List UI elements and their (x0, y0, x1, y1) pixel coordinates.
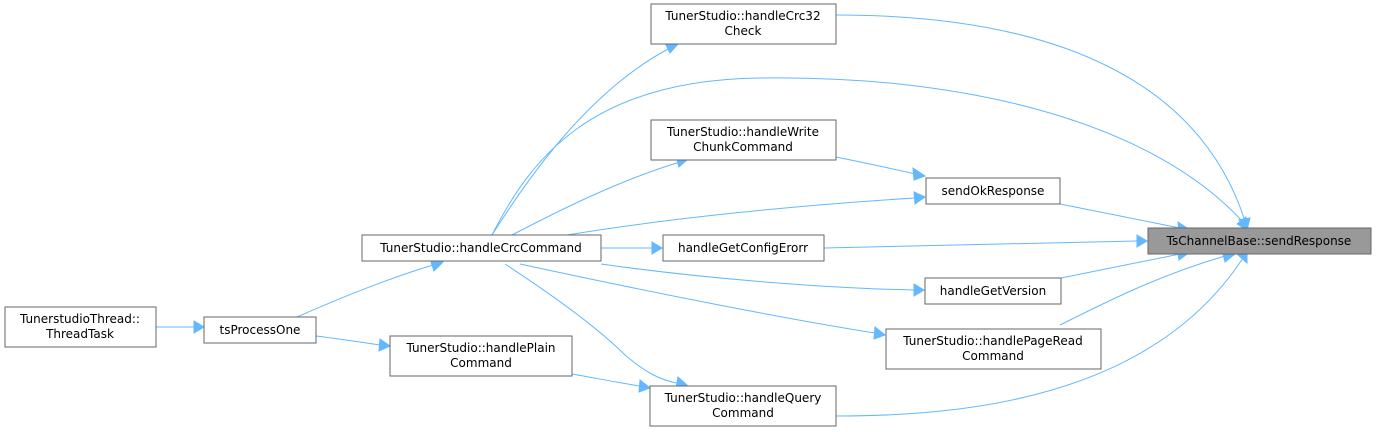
node-ts-process-one[interactable]: tsProcessOne (203, 316, 317, 344)
node-label-line1: TunerStudio::handleCrc32 (664, 9, 820, 23)
node-label-line1: TunerStudio::handlePlain (405, 341, 555, 355)
node-label-line1: TunerStudio::handleWrite (666, 125, 819, 139)
node-tunerstudio-thread-task[interactable]: TunerstudioThread:: ThreadTask (4, 306, 157, 348)
node-label-line2: ThreadTask (45, 327, 114, 341)
node-label-line2: Command (712, 406, 774, 420)
node-label-line1: TunerStudio::handlePageRead (902, 334, 1082, 348)
edge-threadtask-to-tsprocessone (156, 320, 205, 334)
node-label-line2: Command (450, 356, 512, 370)
node-label: sendOkResponse (942, 184, 1045, 198)
edge-tsprocessone-to-plain (315, 335, 392, 352)
node-handle-page-read-command[interactable]: TunerStudio::handlePageRead Command (885, 328, 1102, 370)
node-handle-get-config-error[interactable]: handleGetConfigErorr (662, 234, 825, 262)
node-label-line1: TunerStudio::handleQuery (664, 391, 822, 405)
node-label: TunerStudio::handleCrcCommand (379, 241, 582, 255)
edge-getconfigerror-to-sendresponse (823, 234, 1148, 249)
node-label-line2: Command (962, 349, 1024, 363)
node-label: handleGetConfigErorr (678, 241, 808, 255)
node-handle-plain-command[interactable]: TunerStudio::handlePlain Command (389, 335, 573, 377)
edge-plain-to-query (571, 373, 652, 393)
edge-crccommand-to-sendresponse-arc (491, 77, 1248, 236)
edge-crccommand-to-tsprocessone (296, 258, 444, 318)
node-handle-crc32-check[interactable]: TunerStudio::handleCrc32 Check (650, 3, 837, 45)
node-handle-query-command[interactable]: TunerStudio::handleQuery Command (649, 385, 837, 427)
node-label: tsProcessOne (220, 323, 301, 337)
node-label-line2: Check (725, 24, 762, 38)
edge-crccommand-to-sendokresponse (566, 191, 927, 236)
edge-crccommand-to-pageread (519, 263, 887, 340)
node-label: handleGetVersion (940, 284, 1046, 298)
node-label-line1: TunerstudioThread:: (19, 312, 140, 326)
edge-pageread-to-sendresponse (1059, 249, 1237, 326)
node-label-line2: ChunkCommand (693, 140, 793, 154)
node-handle-crc-command[interactable]: TunerStudio::handleCrcCommand (361, 234, 602, 262)
node-handle-get-version[interactable]: handleGetVersion (924, 277, 1062, 305)
node-ts-channel-base-send-response[interactable]: TsChannelBase::sendResponse (1147, 227, 1372, 255)
node-send-ok-response[interactable]: sendOkResponse (925, 177, 1061, 205)
edge-writechunk-to-sendokresponse (835, 156, 927, 181)
edge-crccommand-to-getconfigerror (601, 241, 663, 255)
node-handle-write-chunk-command[interactable]: TunerStudio::handleWrite ChunkCommand (650, 119, 837, 161)
edge-crccommand-to-getversion (600, 263, 925, 297)
edge-crccommand-to-crc32 (491, 42, 680, 236)
node-label: TsChannelBase::sendResponse (1166, 234, 1352, 248)
